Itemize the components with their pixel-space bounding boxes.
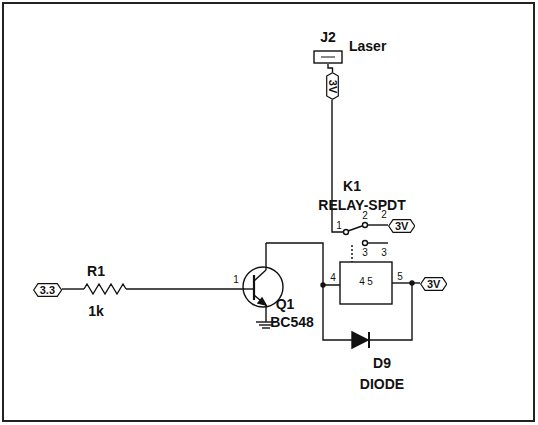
net-name: 3V bbox=[395, 221, 408, 232]
power-flag: 3V bbox=[326, 72, 339, 100]
node-outline bbox=[313, 50, 343, 64]
relay-link bbox=[351, 245, 352, 262]
part-label: K1 bbox=[343, 179, 361, 193]
ground-symbol bbox=[262, 327, 270, 328]
wire bbox=[328, 64, 333, 72]
transistor-base bbox=[245, 288, 254, 289]
transistor-collector bbox=[254, 270, 266, 281]
wire bbox=[62, 288, 84, 289]
pin-number: 4 bbox=[330, 273, 336, 283]
pin-number: 3 bbox=[362, 248, 368, 258]
relay-coil bbox=[340, 262, 392, 304]
diode-symbol bbox=[352, 332, 368, 348]
net-name: 3.3 bbox=[40, 285, 55, 296]
pin-number: 3 bbox=[381, 248, 387, 258]
part-label: J2 bbox=[320, 30, 336, 44]
wire bbox=[369, 283, 412, 340]
wire bbox=[368, 242, 388, 243]
part-label: RELAY-SPDT bbox=[318, 198, 405, 212]
net-name: 3V bbox=[427, 279, 440, 290]
pin-number: 5 bbox=[367, 277, 373, 287]
frame bbox=[3, 3, 534, 421]
pin-number: 1 bbox=[336, 221, 342, 231]
pin-number: 5 bbox=[397, 272, 403, 282]
part-label: Q1 bbox=[276, 297, 295, 311]
net-name: 3V bbox=[327, 79, 338, 92]
relay-contact-3 bbox=[363, 241, 368, 246]
emitter-arrow bbox=[258, 298, 266, 305]
wire bbox=[265, 305, 266, 322]
transistor-emitter bbox=[254, 295, 266, 305]
pin-number: 2 bbox=[381, 210, 387, 220]
part-label: 1k bbox=[88, 304, 104, 318]
relay-common bbox=[344, 230, 349, 235]
pin-number: 2 bbox=[362, 211, 368, 221]
connector-box: J2Laser bbox=[313, 50, 343, 64]
pin-number: 4 bbox=[359, 277, 365, 287]
power-flag: 3V bbox=[388, 219, 415, 233]
pin-number: 1 bbox=[233, 275, 239, 285]
part-label: Laser bbox=[349, 39, 386, 53]
power-flag: 3V bbox=[420, 277, 447, 291]
part-label: BC548 bbox=[270, 315, 314, 329]
wire bbox=[265, 243, 266, 270]
relay-switch bbox=[348, 226, 362, 231]
wire bbox=[126, 288, 245, 289]
resistor-symbol bbox=[84, 284, 126, 294]
part-label: R1 bbox=[87, 264, 105, 278]
wire bbox=[368, 224, 388, 225]
part-label: D9 bbox=[373, 356, 391, 370]
wire bbox=[323, 285, 352, 340]
relay-contact-2 bbox=[363, 223, 368, 228]
wire bbox=[392, 282, 420, 283]
power-flag: 3.3 bbox=[33, 283, 62, 297]
junction-dot bbox=[410, 281, 414, 285]
wire bbox=[266, 243, 340, 285]
part-label: DIODE bbox=[360, 377, 404, 391]
wire bbox=[332, 100, 343, 232]
